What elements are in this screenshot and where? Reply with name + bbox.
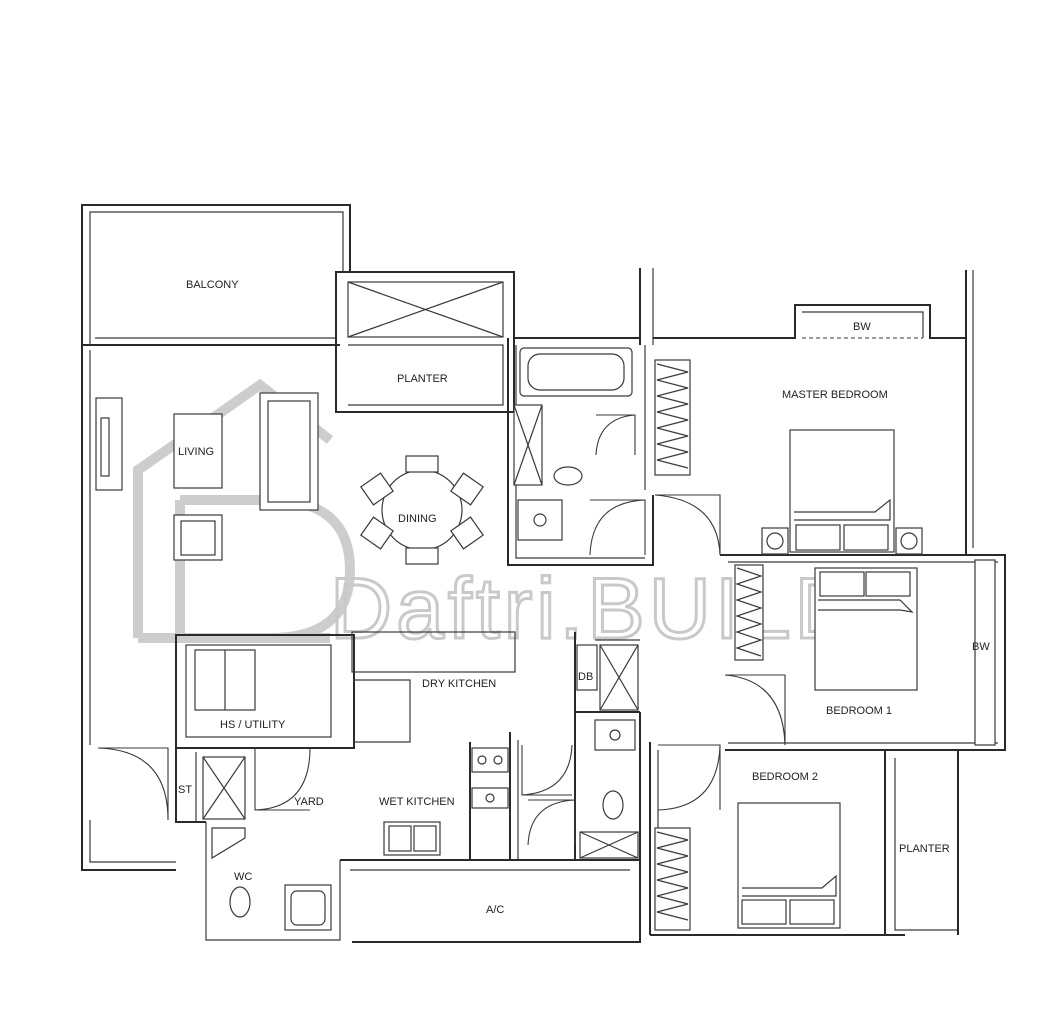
label-bw-bedroom1: BW — [972, 641, 990, 653]
watermark-brand-text: Daftri.BUILD — [330, 561, 861, 657]
master-basin — [517, 499, 563, 541]
coffee-table — [173, 413, 223, 489]
entrance-door — [97, 747, 169, 821]
label-bedroom1: BEDROOM 1 — [826, 705, 892, 717]
label-wet-kitchen: WET KITCHEN — [379, 796, 455, 808]
yard-door — [254, 747, 311, 811]
bedroom2-bed — [737, 802, 841, 929]
label-planter-right: PLANTER — [899, 843, 950, 855]
master-bath-door — [589, 499, 646, 556]
hob — [471, 747, 509, 773]
common-bath-door — [527, 799, 576, 846]
label-wc: WC — [234, 871, 252, 883]
label-dining: DINING — [398, 513, 437, 525]
label-bedroom2: BEDROOM 2 — [752, 771, 818, 783]
nightstand-right — [895, 527, 923, 555]
label-ac: A/C — [486, 904, 504, 916]
walls — [81, 204, 1006, 943]
wardrobe-bedroom1 — [734, 564, 764, 661]
label-hs-utility: HS / UTILITY — [220, 719, 286, 731]
washing-machine — [284, 884, 332, 931]
shower-door — [595, 414, 636, 456]
bw-bedroom1-window — [974, 559, 996, 746]
label-dry-kitchen: DRY KITCHEN — [422, 678, 496, 690]
bedroom1-door — [724, 674, 786, 746]
wet-kitchen-door — [521, 744, 573, 796]
doors — [97, 414, 786, 846]
label-balcony: BALCONY — [186, 279, 239, 291]
nightstand-left — [761, 527, 789, 555]
hs-utility-outline — [175, 634, 355, 749]
master-bed — [789, 429, 895, 553]
label-db: DB — [578, 671, 593, 683]
master-toilet — [553, 466, 583, 486]
bedroom2-door — [657, 744, 721, 811]
kitchen-sink — [383, 821, 441, 856]
label-st: ST — [178, 784, 192, 796]
common-basin — [594, 719, 636, 751]
label-planter-top: PLANTER — [397, 373, 448, 385]
wardrobe-master — [654, 359, 691, 476]
room-labels: BALCONY PLANTER LIVING DINING BW MASTER … — [178, 279, 990, 916]
label-master-bedroom: MASTER BEDROOM — [782, 389, 888, 401]
planter-top-outline — [335, 271, 515, 413]
sofa — [259, 392, 319, 511]
wardrobe-bedroom2 — [654, 827, 691, 931]
armchair — [173, 514, 223, 561]
wc-toilet — [229, 886, 251, 918]
label-bw-master: BW — [853, 321, 871, 333]
bathtub — [519, 347, 633, 397]
db-box — [576, 644, 598, 691]
common-toilet — [602, 790, 624, 820]
wet-kitchen-counter — [471, 787, 509, 809]
label-yard: YARD — [294, 796, 324, 808]
dining-chairs — [360, 455, 484, 565]
balcony-outline — [81, 204, 351, 345]
label-living: LIVING — [178, 446, 214, 458]
master-bedroom-door — [654, 494, 721, 556]
watermark: Daftri.BUILD — [133, 378, 861, 659]
dining-table — [381, 469, 463, 551]
fixtures — [95, 347, 996, 931]
